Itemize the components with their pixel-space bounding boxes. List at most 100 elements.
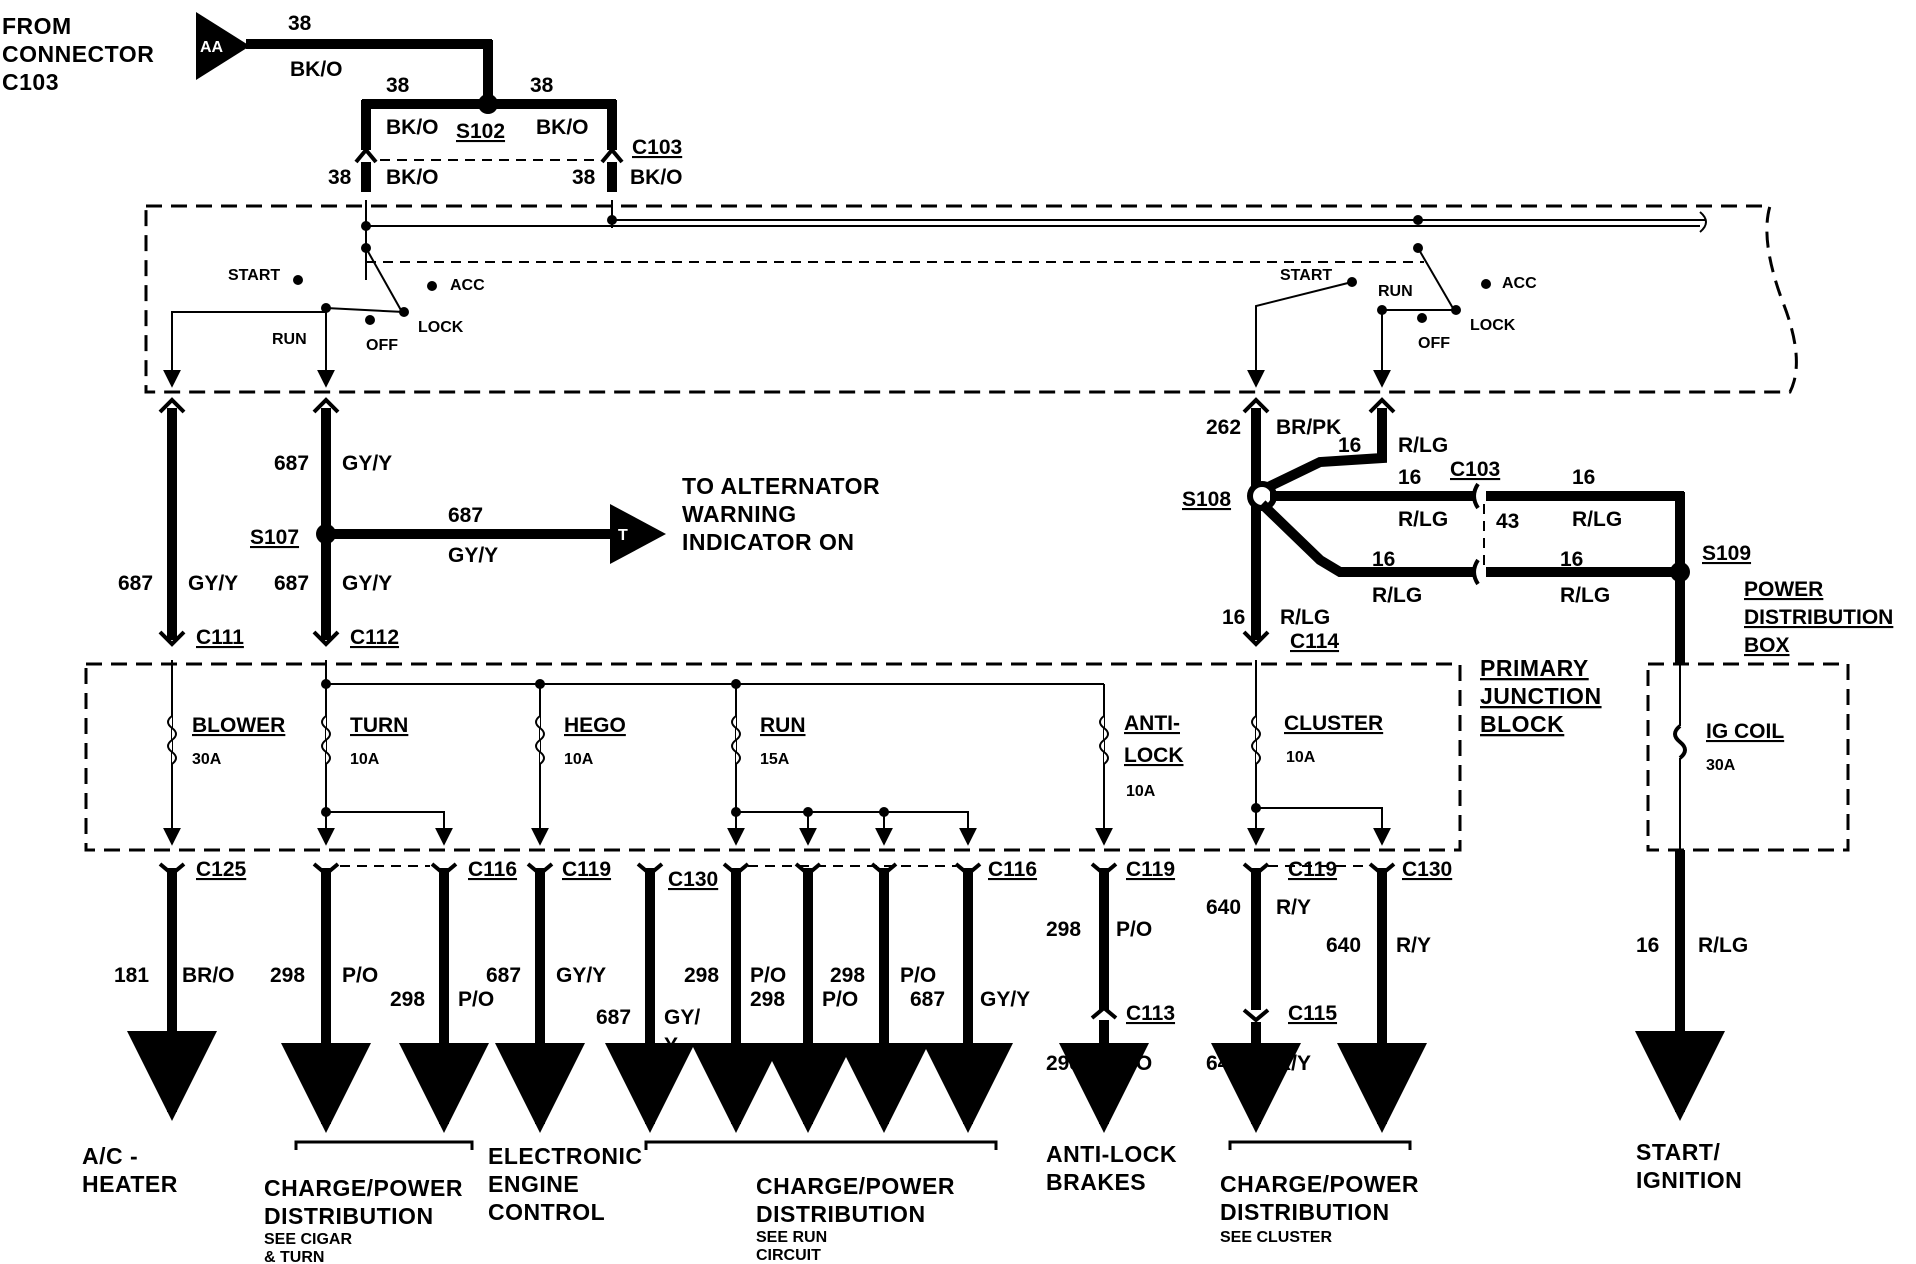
w687c-color: GY/Y [980,988,1030,1011]
pjb-label-line2: JUNCTION [1480,683,1602,709]
source-color: BK/O [290,58,343,81]
wire-16-lower-left [1258,500,1474,577]
left-switch-run: RUN [272,331,307,348]
power-distribution-box: IG COIL 30A [1646,662,1850,852]
dest-cpd1-line3: SEE CIGAR [264,1231,352,1248]
fuse-cluster-rating: 10A [1286,749,1316,766]
w298d-circuit: 298 [750,988,785,1011]
pdb-line1: POWER [1744,578,1823,601]
lower-right-color: R/LG [1560,584,1610,607]
c116a-label: C116 [468,858,517,881]
w687c-circuit: 687 [910,988,945,1011]
fuse-turn-rating: 10A [350,751,380,768]
s102-dot [478,94,498,114]
to-alt-line1: TO ALTERNATOR [682,473,880,499]
dest-eec-line3: CONTROL [488,1199,605,1225]
pjb-label-line1: PRIMARY [1480,655,1589,681]
w640b-color: R/Y [1396,934,1431,957]
branch-color: GY/Y [448,544,498,567]
w687b-color-2: Y [664,1034,678,1057]
dest-cpd2-line4: CIRCUIT [756,1247,821,1264]
dest-cpd3-line1: CHARGE/POWER [1220,1171,1419,1197]
dest-cpd3-line2: DISTRIBUTION [1220,1199,1390,1225]
w181-color: BR/O [182,964,235,987]
w298d-color: P/O [822,988,858,1011]
c103-left-color: BK/O [386,166,439,189]
w640a-color: R/Y [1276,896,1311,919]
w2-top-color: GY/Y [342,452,392,475]
w640c-circuit: 640 [1206,1052,1241,1075]
mid-circuit: 43 [1496,510,1519,533]
w16-circuit: 16 [1636,934,1659,957]
pjb-label-line3: BLOCK [1480,711,1564,737]
w2-bot-circuit: 687 [274,572,309,595]
source-arrow-icon [196,12,250,80]
c116b-label: C116 [988,858,1037,881]
c115-label: C115 [1288,1002,1337,1025]
br-color: BR/PK [1276,416,1341,439]
fuse-igcoil-icon [1673,724,1687,760]
dest-eec-line2: ENGINE [488,1171,579,1197]
dest-cpd2-line3: SEE RUN [756,1229,827,1246]
w298a-circuit: 298 [270,964,305,987]
source-line1: FROM [2,13,72,39]
left-switch-lock: LOCK [418,319,464,336]
to-alt-line3: INDICATOR ON [682,529,855,555]
dest-cpd1-line1: CHARGE/POWER [264,1175,463,1201]
w2-top-circuit: 687 [274,452,309,475]
c111-label: C111 [196,626,244,649]
c103-right-circuit: 38 [572,166,596,189]
right-switch-off: OFF [1418,335,1450,352]
fuse-antilock-name1: ANTI- [1124,712,1180,735]
pdb-line3: BOX [1744,634,1790,657]
s102-left-circuit: 38 [386,74,410,97]
dest-cpd3-line3: SEE CLUSTER [1220,1229,1332,1246]
rlg-top-color: R/LG [1398,434,1448,457]
w298c-color: P/O [750,964,786,987]
pdb-enclosure [1646,662,1850,852]
dest-si-line2: IGNITION [1636,1167,1742,1193]
s107-label: S107 [250,526,299,549]
source-line2: CONNECTOR [2,41,154,67]
s108-label: S108 [1182,488,1231,511]
left-feeds: 687 GY/Y S107 T 687 GY/Y TO ALTERNATOR W… [118,397,880,649]
pdb-line2: DISTRIBUTION [1744,606,1893,629]
branch-tag: T [618,527,628,544]
fuse-run-name: RUN [760,714,806,737]
right-switch-run: RUN [1378,283,1413,300]
fuse-run-icon [731,715,741,765]
igcoil-rating: 30A [1706,757,1736,774]
down-circuit: 16 [1222,606,1245,629]
dest-si-line1: START/ [1636,1139,1720,1165]
s102-left-color: BK/O [386,116,439,139]
w298h-circuit: 298 [1046,1052,1081,1075]
wire-16-rlg-top [1259,408,1387,495]
dest-abs-line2: BRAKES [1046,1169,1146,1195]
upper-left-color: R/LG [1398,508,1448,531]
dest-cpd2-line1: CHARGE/POWER [756,1173,955,1199]
left-switch-off: OFF [366,337,398,354]
s102-right-color: BK/O [536,116,589,139]
c103-top-label: C103 [632,136,682,159]
fuse-hego-icon [535,715,545,765]
w298g-color: P/O [1116,918,1152,941]
branch-circuit: 687 [448,504,483,527]
c103-left-circuit: 38 [328,166,352,189]
fuse-turn-icon [321,715,331,765]
c119a-label: C119 [562,858,611,881]
fuse-cluster-icon [1251,715,1261,765]
w298e-circuit: 298 [830,964,865,987]
w640c-color: R/Y [1276,1052,1311,1075]
upper-left-circuit: 16 [1398,466,1421,489]
fuse-turn-name: TURN [350,714,408,737]
dest-ac-line2: HEATER [82,1171,178,1197]
ignition-switch: START ACC RUN OFF LOCK START RUN ACC OFF… [144,200,1798,394]
fuse-antilock-icon [1099,715,1109,765]
right-switch-acc: ACC [1502,275,1537,292]
upper-right-circuit: 16 [1572,466,1595,489]
dest-cpd1-line4: & TURN [264,1249,324,1264]
c103-right-label: C103 [1450,458,1500,481]
w298b-circuit: 298 [390,988,425,1011]
lower-left-circuit: 16 [1372,548,1395,571]
w687b-circuit: 687 [596,1006,631,1029]
